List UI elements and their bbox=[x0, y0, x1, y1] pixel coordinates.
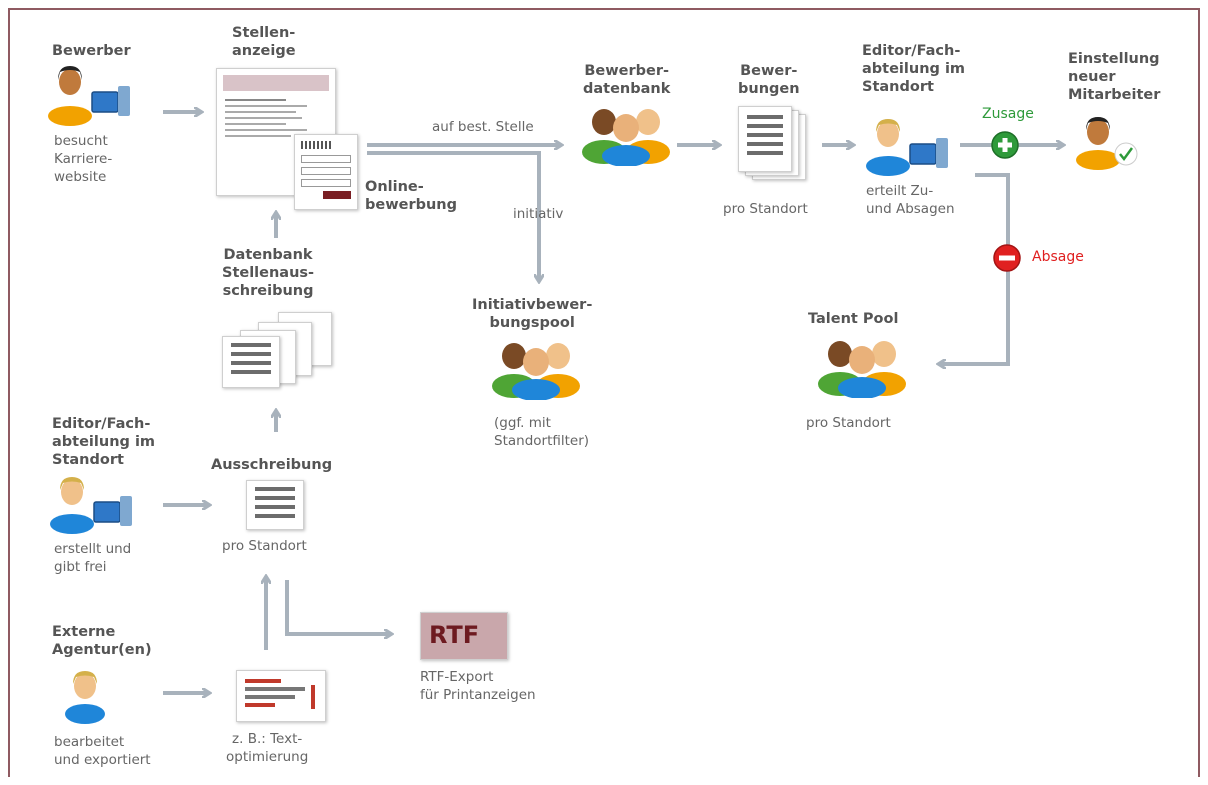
editor-left-title: Editor/Fach- abteilung im Standort bbox=[52, 416, 156, 468]
rtf-export-icon: RTF bbox=[420, 612, 508, 660]
initiativpool-group-icon bbox=[492, 343, 580, 400]
bewerberdb-group-icon bbox=[582, 109, 670, 166]
rtf-caption: RTF-Export für Printanzeigen bbox=[420, 669, 536, 703]
datenbank-title: Datenbank Stellenaus- schreibung bbox=[222, 247, 315, 299]
plus-circle-icon bbox=[991, 131, 1019, 159]
bewerbungen-doc-icon bbox=[738, 106, 792, 172]
bewerbungen-title: Bewer- bungen bbox=[738, 63, 800, 97]
edge-label-auf-stelle: auf best. Stelle bbox=[432, 119, 534, 135]
editor-computer-icon bbox=[50, 477, 132, 534]
arrow-ausschreibung-to-rtf bbox=[285, 580, 390, 634]
editor-left-caption: erstellt und gibt frei bbox=[54, 541, 132, 575]
hired-person-check-icon bbox=[1076, 117, 1138, 170]
agentur-caption: bearbeitet und exportiert bbox=[54, 734, 151, 768]
person-computer-icon bbox=[48, 66, 130, 126]
talentpool-title: Talent Pool bbox=[808, 311, 899, 327]
ausschreibung-doc-icon bbox=[246, 480, 304, 530]
initiativpool-title: Initiativbewer- bungspool bbox=[472, 297, 593, 331]
ausschreibung-caption: pro Standort bbox=[222, 538, 307, 554]
editor-right-caption: erteilt Zu- und Absagen bbox=[866, 183, 955, 217]
stellenanzeige-title: Stellen- anzeige bbox=[232, 25, 296, 59]
talentpool-caption: pro Standort bbox=[806, 415, 891, 431]
bewerbungen-caption: pro Standort bbox=[723, 201, 808, 217]
editor-right-title: Editor/Fach- abteilung im Standort bbox=[862, 43, 966, 95]
doc-stack-icon bbox=[222, 336, 280, 388]
ausschreibung-title: Ausschreibung bbox=[211, 457, 333, 473]
editor-right-computer-icon bbox=[866, 119, 948, 176]
minus-circle-icon bbox=[993, 244, 1021, 272]
textopt-doc-icon bbox=[236, 670, 326, 722]
bewerber-title: Bewerber bbox=[52, 43, 131, 59]
talentpool-group-icon bbox=[818, 341, 906, 398]
bewerber-caption: besucht Karriere- website bbox=[54, 133, 113, 185]
edge-label-initiativ: initiativ bbox=[513, 206, 564, 222]
initiativpool-caption: (ggf. mit Standortfilter) bbox=[494, 415, 590, 449]
zusage-label: Zusage bbox=[982, 106, 1034, 122]
bewerberdb-title: Bewerber- datenbank bbox=[583, 63, 671, 97]
online-form-icon bbox=[294, 134, 358, 210]
diagram-frame bbox=[8, 8, 1200, 777]
absage-label: Absage bbox=[1032, 249, 1084, 265]
rtf-icon-text: RTF bbox=[429, 621, 480, 649]
einstellung-title: Einstellung neuer Mitarbeiter bbox=[1068, 51, 1161, 103]
agent-person-icon bbox=[65, 671, 105, 724]
arrow-initiativ bbox=[367, 151, 539, 280]
onlinebewerbung-title: Online- bewerbung bbox=[365, 179, 457, 213]
agentur-title: Externe Agentur(en) bbox=[52, 624, 152, 658]
textopt-caption: z. B.: Text- optimierung bbox=[226, 731, 309, 765]
